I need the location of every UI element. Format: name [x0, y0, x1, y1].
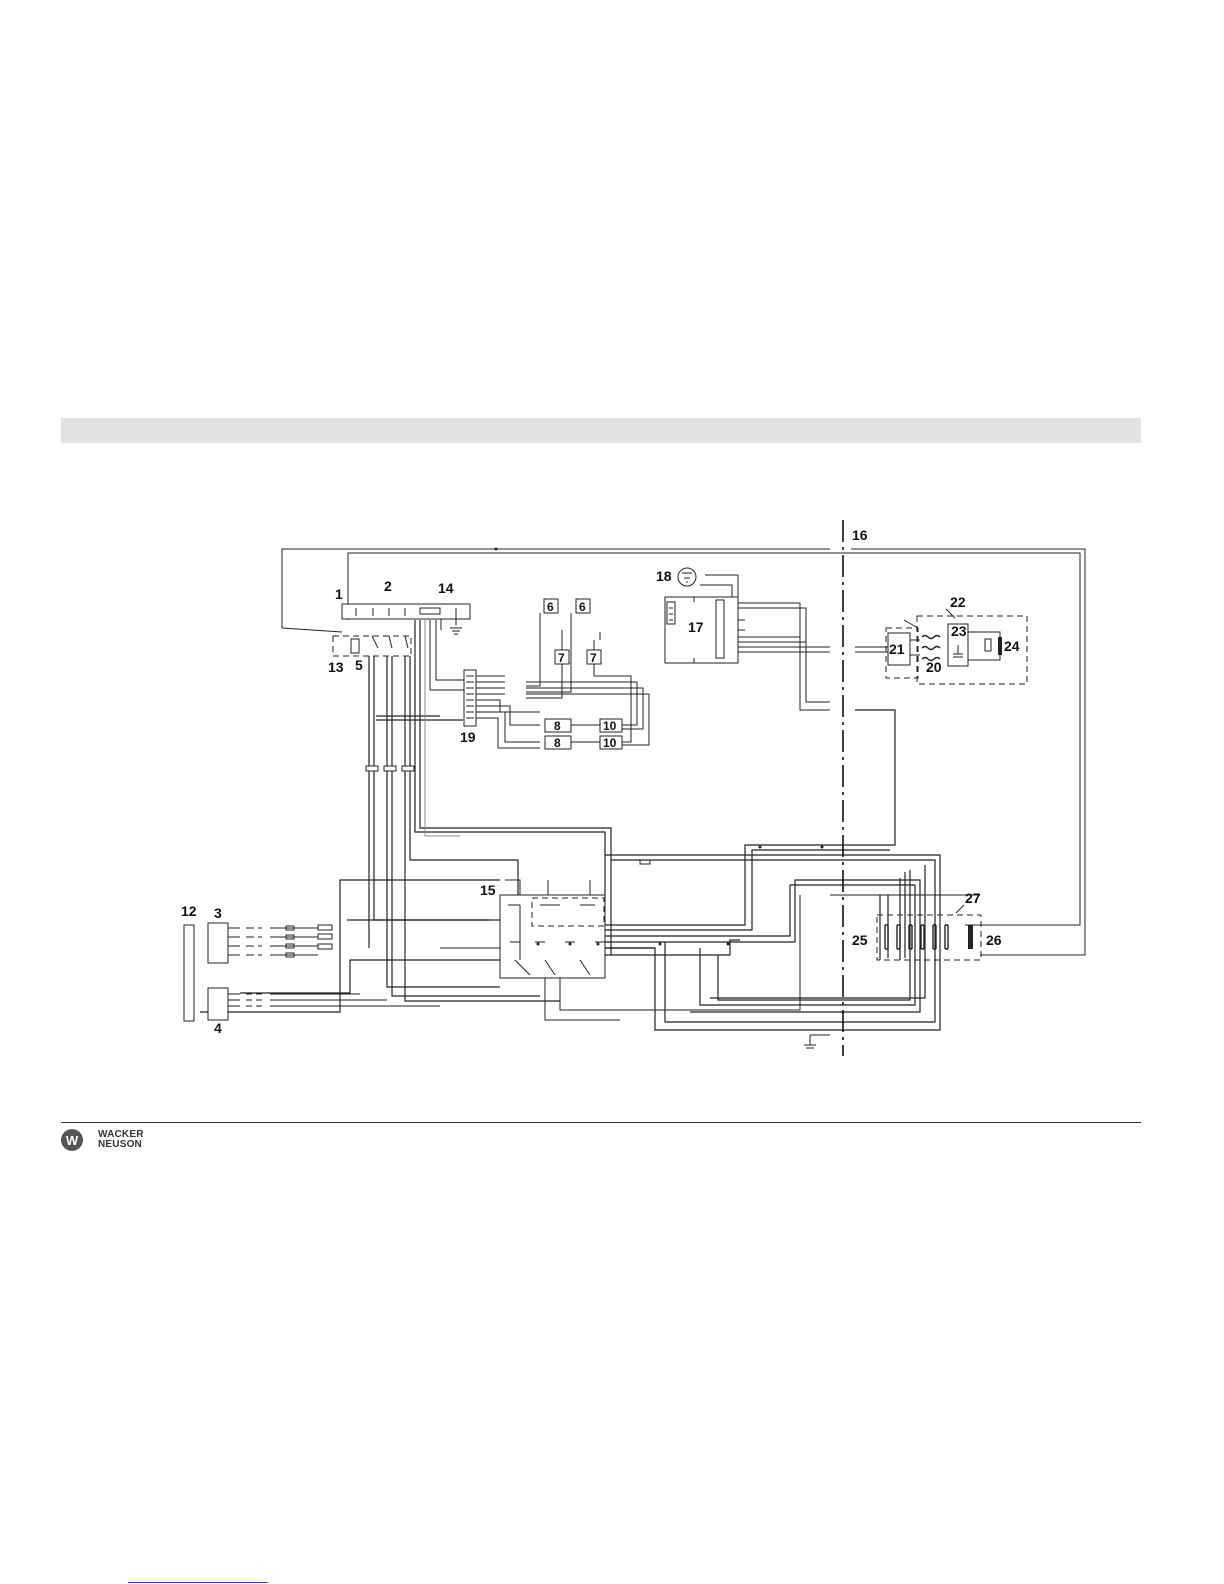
label-6a: 6 [547, 600, 554, 614]
label-16: 16 [852, 527, 868, 543]
label-2: 2 [384, 578, 392, 594]
label-8a: 8 [554, 719, 561, 733]
label-10a: 10 [603, 719, 617, 733]
label-12: 12 [181, 903, 197, 919]
label-27: 27 [965, 890, 981, 906]
label-15: 15 [480, 882, 496, 898]
label-17: 17 [688, 619, 704, 635]
controller-17 [665, 568, 830, 710]
left-devices [184, 923, 440, 1021]
label-10b: 10 [603, 736, 617, 750]
connector-19 [430, 620, 540, 748]
label-26: 26 [986, 932, 1002, 948]
label-13: 13 [328, 659, 344, 675]
logo-text: WACKER NEUSON [98, 1130, 144, 1150]
bottom-link-underline[interactable] [128, 1582, 268, 1583]
terminal-strip-2 [342, 604, 470, 634]
box-13 [333, 636, 411, 656]
label-7b: 7 [590, 651, 597, 665]
label-19: 19 [460, 729, 476, 745]
footer-divider [61, 1122, 1141, 1123]
main-harness [200, 620, 980, 1048]
label-7a: 7 [558, 651, 565, 665]
logo-w-icon: W [61, 1129, 83, 1151]
label-14: 14 [438, 580, 454, 596]
label-18: 18 [656, 568, 672, 584]
label-23: 23 [951, 623, 967, 639]
label-21: 21 [889, 641, 905, 657]
label-20: 20 [926, 659, 942, 675]
logo-line-2: NEUSON [98, 1140, 144, 1150]
label-4: 4 [214, 1020, 222, 1036]
label-8b: 8 [554, 736, 561, 750]
label-6b: 6 [579, 600, 586, 614]
wacker-neuson-logo: W WACKER NEUSON [61, 1128, 144, 1152]
label-1: 1 [335, 586, 343, 602]
coil-group-27 [877, 905, 981, 960]
label-5: 5 [355, 657, 363, 673]
label-24: 24 [1004, 638, 1020, 654]
switch-block-15 [440, 880, 800, 1020]
label-22: 22 [950, 594, 966, 610]
label-25: 25 [852, 932, 868, 948]
label-3: 3 [214, 905, 222, 921]
relay-group [526, 599, 649, 749]
